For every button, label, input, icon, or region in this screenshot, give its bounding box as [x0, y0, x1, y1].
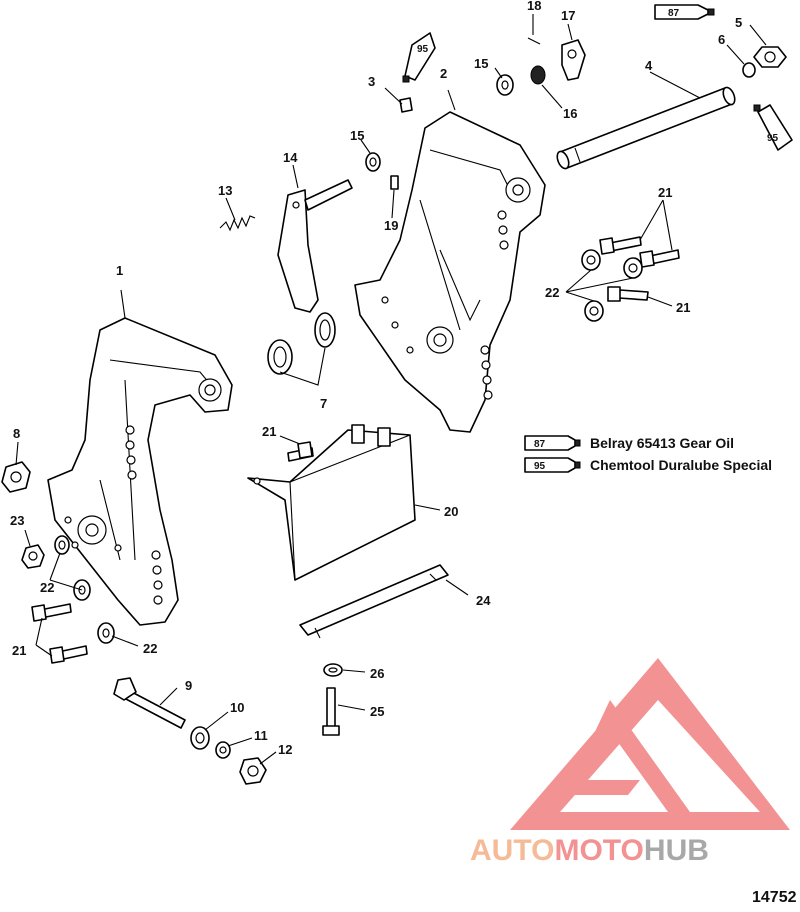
part-18-pin [527, 37, 541, 45]
callout-26: 26 [370, 666, 384, 681]
part-6-oring [742, 62, 756, 78]
lubricant-legend: 87 Belray 65413 Gear Oil 95 Chemtool Dur… [524, 435, 772, 473]
callout-17: 17 [561, 8, 575, 23]
part-24-strip [299, 564, 449, 639]
part-21-bolt-a [599, 236, 642, 255]
watermark-text-moto: MOTO [554, 834, 643, 867]
callout-3: 3 [368, 74, 375, 89]
callout-21-left: 21 [12, 643, 26, 658]
callout-9: 9 [185, 678, 192, 693]
callout-4: 4 [645, 58, 653, 73]
part-19-pin [390, 175, 399, 190]
watermark-triangle-icon [510, 658, 790, 830]
callout-21-right: 21 [676, 300, 690, 315]
callout-16: 16 [563, 106, 577, 121]
callout-24: 24 [476, 593, 491, 608]
part-25-bolt [322, 687, 340, 736]
part-21-bolt-f [49, 645, 88, 664]
tube-label-95-right: 95 [767, 133, 779, 144]
part-5-nut [753, 46, 787, 68]
callout-11: 11 [254, 728, 268, 743]
callout-18: 18 [527, 0, 541, 13]
callout-12: 12 [278, 742, 292, 757]
callout-5: 5 [735, 15, 742, 30]
callout-15-top: 15 [474, 56, 488, 71]
callout-23: 23 [10, 513, 24, 528]
part-13-spring [219, 215, 256, 232]
callout-19: 19 [384, 218, 398, 233]
callout-1: 1 [116, 263, 123, 278]
part-23-nut [21, 544, 45, 569]
callout-8: 8 [13, 426, 20, 441]
callout-13: 13 [218, 183, 232, 198]
callout-21-top: 21 [658, 185, 672, 200]
part-12-nut [239, 757, 267, 785]
watermark-logo: AUTOMOTOHUB [470, 658, 790, 867]
part-17-cam [561, 39, 586, 81]
callout-10: 10 [230, 700, 244, 715]
callout-21-plate: 21 [262, 424, 276, 439]
watermark-inner-mark-icon [565, 700, 690, 812]
lubricant-tube-95-right: 95 [753, 104, 793, 151]
callout-25: 25 [370, 704, 384, 719]
leader-lines [15, 14, 767, 765]
tube-label-95: 95 [417, 44, 429, 55]
legend-tube-label-87: 87 [534, 439, 546, 450]
callout-7: 7 [320, 396, 327, 411]
part-21-bolt-b [639, 249, 680, 268]
legend-tube-95-icon: 95 [524, 457, 581, 473]
part-21-bolt-d [287, 441, 314, 462]
legend-tube-87-icon: 87 [524, 435, 581, 451]
legend-item-duralube: Chemtool Duralube Special [590, 457, 772, 473]
callout-15-mid: 15 [350, 128, 364, 143]
hardware-group [1, 37, 787, 785]
part-20-plate [247, 424, 416, 581]
tube-label-87: 87 [668, 8, 680, 19]
part-21-bolt-e [31, 603, 72, 622]
callout-22-lower: 22 [143, 641, 157, 656]
part-1-clamp-bracket [47, 317, 233, 626]
watermark-text-auto: AUTO [470, 834, 554, 867]
legend-tube-label-95: 95 [534, 461, 546, 472]
part-16-spring [530, 65, 546, 85]
callout-numbers: 1 2 3 4 5 6 7 8 9 10 11 12 13 14 15 15 1… [10, 0, 742, 757]
part-2-clamp-bracket [354, 111, 546, 433]
part-21-bolt-c [607, 286, 649, 302]
lubricant-tube-87-top: 87 [654, 4, 715, 20]
part-8-nut [1, 461, 31, 493]
callout-22-right: 22 [545, 285, 559, 300]
part-14-lever [277, 179, 353, 313]
svg-text:AUTOMOTOHUB: AUTOMOTOHUB [470, 834, 709, 867]
legend-item-gear-oil: Belray 65413 Gear Oil [590, 435, 734, 451]
callout-22-left: 22 [40, 580, 54, 595]
watermark-text-hub: HUB [644, 834, 709, 867]
callout-14: 14 [283, 150, 298, 165]
callout-20: 20 [444, 504, 458, 519]
figure-number: 14752 [752, 889, 797, 906]
lubricant-tube-95-top: 95 [402, 32, 436, 83]
callout-2: 2 [440, 66, 447, 81]
part-3-grease-fitting [399, 97, 413, 113]
part-4-tilt-tube [556, 86, 736, 170]
part-9-bolt [113, 677, 186, 729]
callout-6: 6 [718, 32, 725, 47]
